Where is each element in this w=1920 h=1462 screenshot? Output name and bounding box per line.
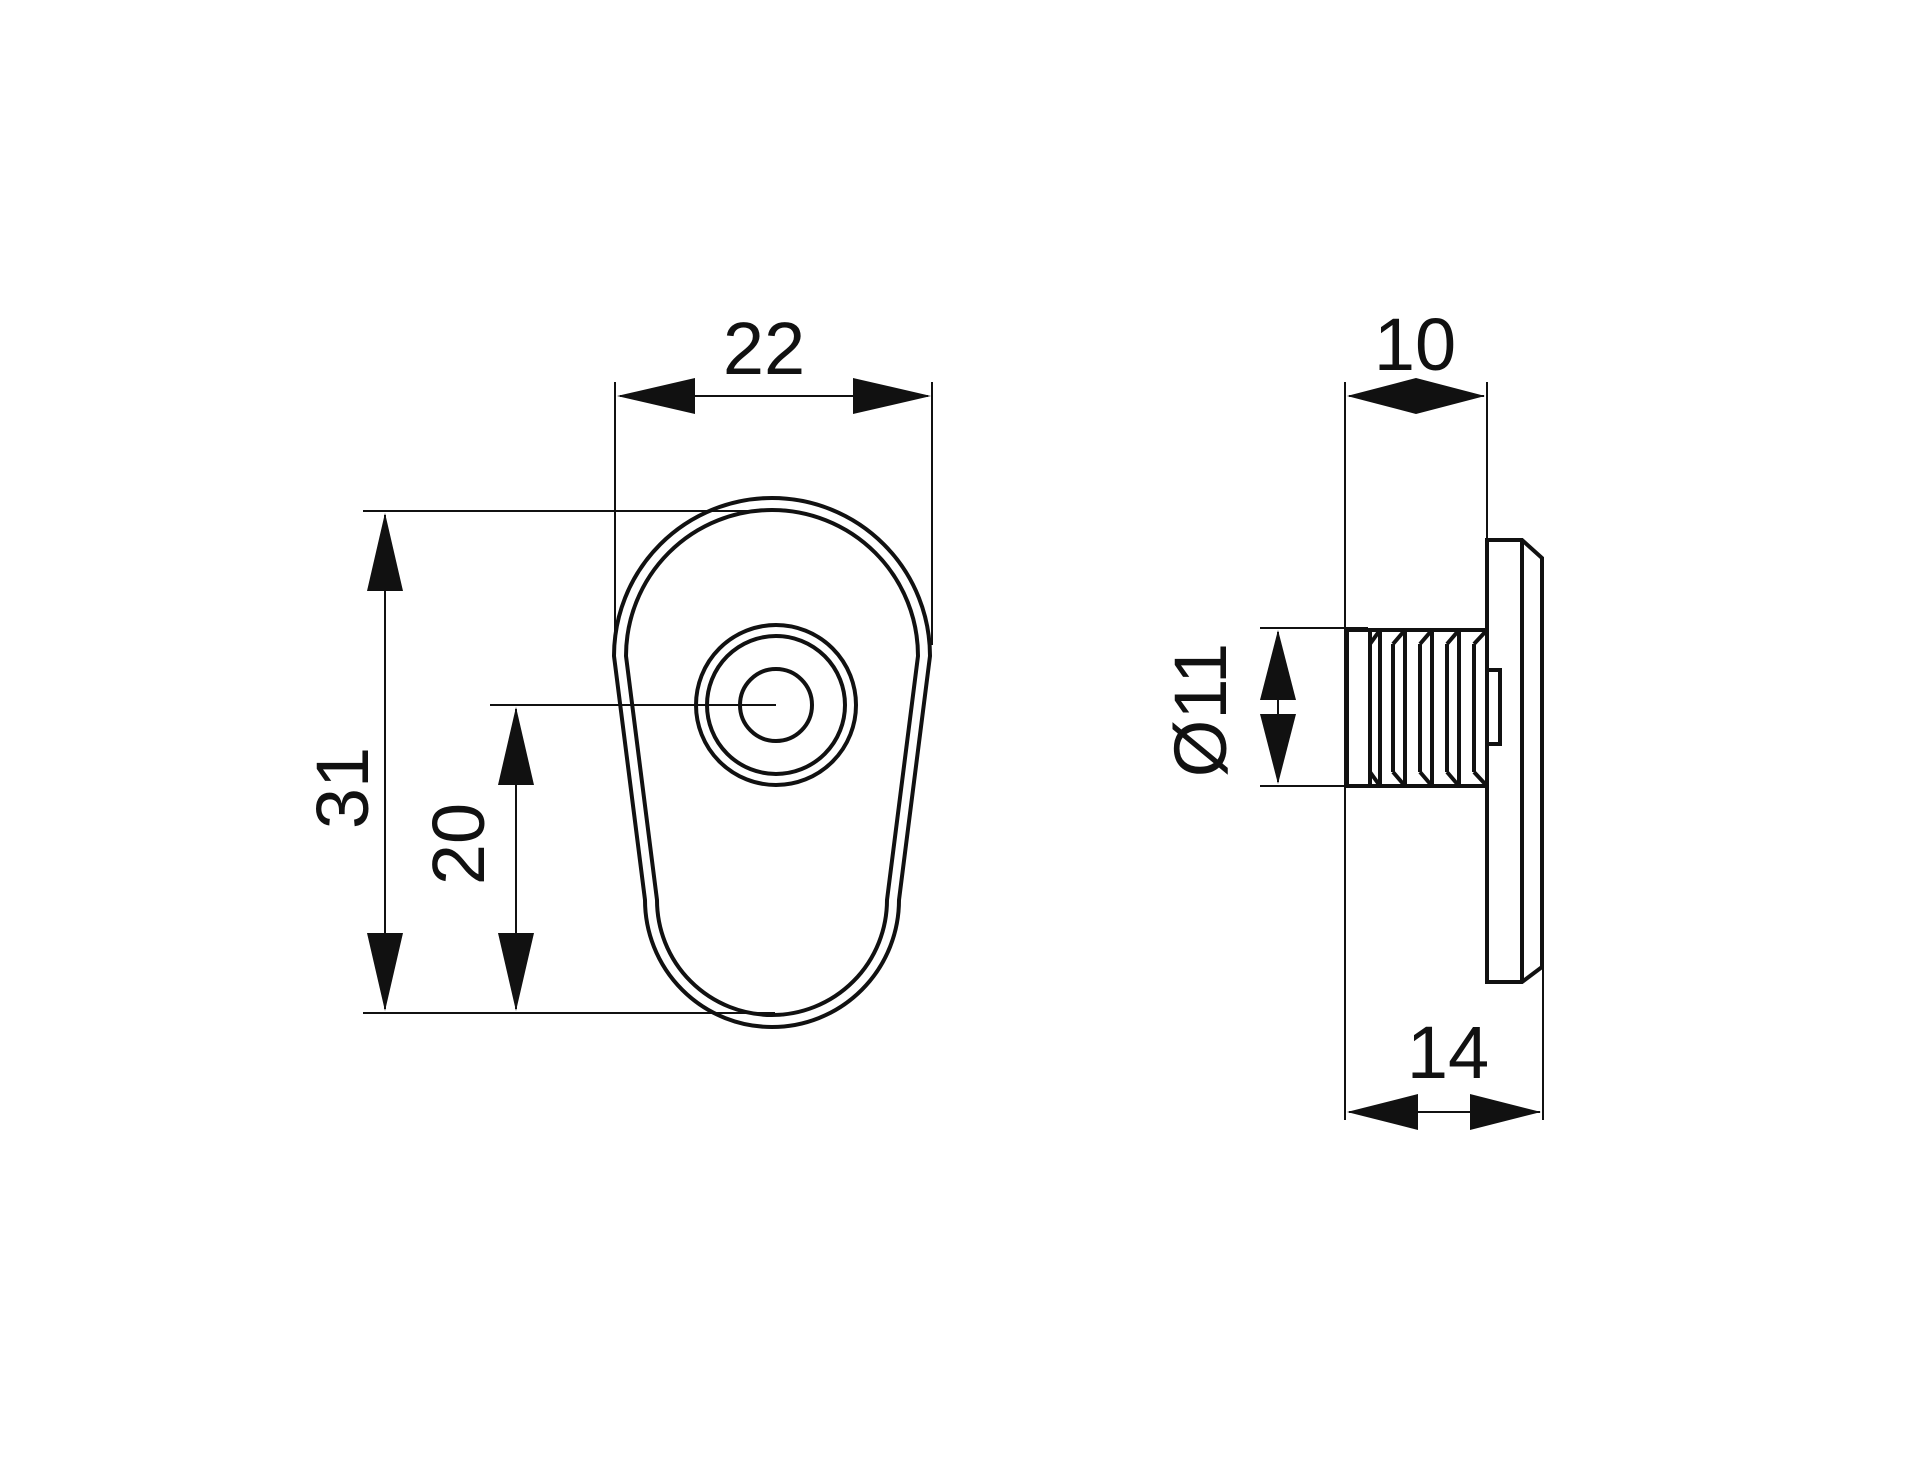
rosette-plate-profile — [1485, 538, 1544, 984]
depth-dimension: 10 — [1347, 303, 1485, 414]
height-label: 31 — [301, 747, 384, 829]
width-label: 22 — [723, 307, 805, 390]
escutcheon-outer-outline — [611, 496, 933, 1029]
hole-height-arrow-top — [498, 707, 534, 785]
hole-height-arrow-bottom — [498, 933, 534, 1011]
front-view: 22 31 20 — [301, 307, 933, 1029]
hole-height-dimension: 20 — [417, 707, 534, 1011]
center-stud — [1487, 668, 1502, 746]
diameter-arrow-top — [1260, 630, 1296, 700]
total-depth-arrow-right — [1470, 1094, 1541, 1130]
depth-arrow-left — [1347, 378, 1416, 414]
total-depth-dimension: 14 — [1347, 1011, 1541, 1130]
thread-rib-5 — [1472, 628, 1489, 788]
height-dimension: 31 — [301, 513, 403, 1011]
total-depth-arrow-left — [1347, 1094, 1418, 1130]
depth-arrow-right — [1416, 378, 1485, 414]
escutcheon-inner-outline — [623, 508, 921, 1017]
thread-rib-3 — [1418, 628, 1434, 788]
hole-height-label: 20 — [417, 803, 500, 885]
thread-rib-2 — [1391, 628, 1407, 788]
depth-label: 10 — [1374, 303, 1456, 386]
height-arrow-top — [367, 513, 403, 591]
width-dimension: 22 — [617, 307, 931, 414]
side-view: 10 14 Ø11 — [1159, 303, 1544, 1130]
diameter-label: Ø11 — [1159, 643, 1242, 777]
height-arrow-bottom — [367, 933, 403, 1011]
thread-rib-1 — [1368, 628, 1382, 788]
width-arrow-left — [617, 378, 695, 414]
total-depth-label: 14 — [1407, 1011, 1489, 1094]
diameter-arrow-bottom — [1260, 714, 1296, 784]
diameter-dimension: Ø11 — [1159, 630, 1296, 784]
thread-rib-4 — [1445, 628, 1461, 788]
width-arrow-right — [853, 378, 931, 414]
threaded-insert — [1345, 628, 1502, 788]
insert-outline — [1345, 628, 1372, 788]
